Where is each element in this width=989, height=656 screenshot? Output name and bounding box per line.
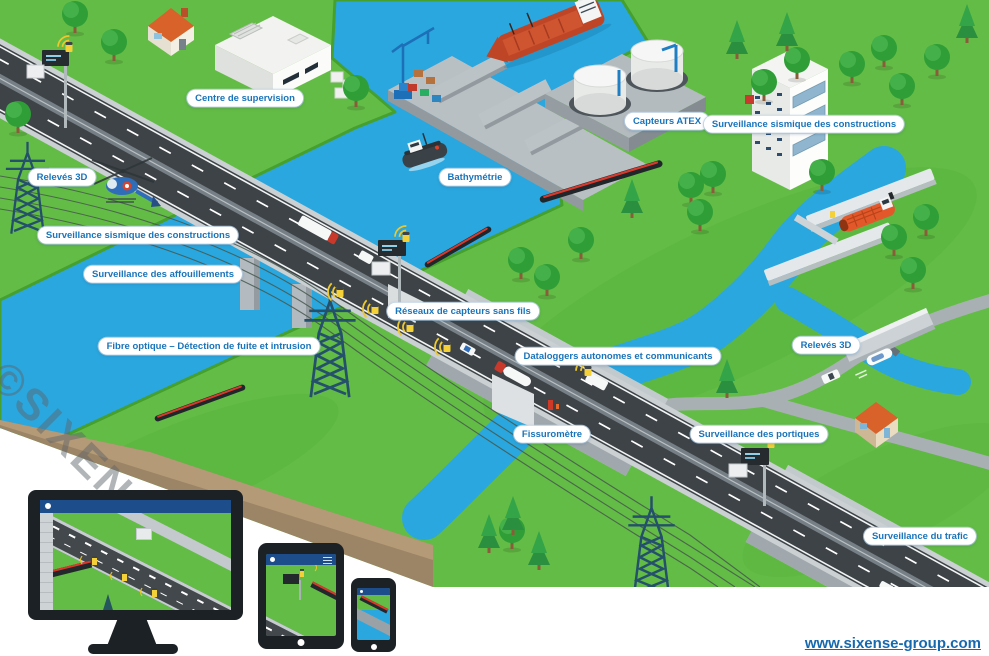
tablet-app-header (266, 554, 336, 565)
port-dock (388, 53, 648, 211)
monitor-stand (107, 618, 157, 646)
label-fissurometre: Fissuromètre (513, 425, 591, 443)
house-right (855, 402, 898, 448)
mini-sensor-icon (122, 572, 127, 581)
desktop-monitor (28, 490, 243, 620)
label-surveillance-portiques: Surveillance des portiques (690, 425, 828, 443)
app-logo-icon (360, 590, 363, 593)
label-fibre-optique: Fibre optique – Détection de fuite et in… (98, 337, 320, 355)
smartphone (351, 578, 396, 652)
label-bathymetrie: Bathymétrie (439, 168, 511, 186)
tablet-screen (266, 554, 336, 636)
menu-icon[interactable] (323, 557, 332, 564)
label-releves-3d-left: Relevés 3D (28, 168, 96, 186)
home-button[interactable] (297, 639, 305, 646)
mini-sensor-icon (300, 569, 304, 577)
label-surveillance-affouillements: Surveillance des affouillements (83, 265, 243, 283)
small-white-boat (855, 348, 893, 379)
mini-sensor-icon (152, 588, 157, 597)
house-top-left (148, 8, 194, 56)
seismic-sensor-box (745, 95, 754, 104)
monitor-base (88, 644, 178, 654)
label-surveillance-trafic: Surveillance du trafic (863, 527, 977, 545)
tanker-ship (486, 0, 612, 69)
tablet (258, 543, 344, 649)
mini-pipe-icon (310, 581, 336, 601)
monitor-app-header (40, 500, 231, 513)
label-centre-de-supervision: Centre de supervision (187, 89, 303, 107)
mini-sensor-icon (92, 556, 97, 565)
fiber-optic-pipes (154, 160, 663, 422)
phone-app-header (357, 588, 390, 595)
mini-sign-board (283, 574, 299, 584)
website-link[interactable]: www.sixense-group.com (804, 635, 981, 652)
label-capteurs-atex: Capteurs ATEX (624, 112, 710, 130)
monitor-screen (40, 500, 231, 610)
highway (0, 0, 989, 587)
crack-gauge (548, 400, 559, 410)
label-dataloggers: Dataloggers autonomes et communicants (515, 347, 721, 365)
label-surveillance-sismique-left: Surveillance sismique des constructions (37, 226, 239, 244)
survey-tugboat (402, 132, 448, 172)
sign-gantries (26, 35, 783, 506)
port-crane (391, 26, 435, 99)
cargo-boxes (408, 70, 441, 102)
label-surveillance-sismique-right: Surveillance sismique des constructions (703, 115, 905, 133)
monitor-app-sidebar (40, 513, 53, 610)
car-country-road (821, 369, 841, 384)
helicopter (91, 157, 161, 207)
app-logo-icon (270, 557, 275, 562)
app-logo-icon (45, 503, 51, 509)
mini-pylon-icon (100, 594, 116, 610)
home-button[interactable] (370, 644, 377, 650)
stone-arch-bridge (842, 307, 936, 367)
label-reseaux-capteurs: Réseaux de capteurs sans fils (387, 302, 539, 320)
label-releves-3d-right: Relevés 3D (792, 336, 860, 354)
mini-sign-panel (136, 528, 152, 540)
lock-sensor (830, 211, 835, 218)
phone-screen (357, 588, 390, 640)
mini-gantry-pole (299, 580, 301, 600)
lock-barge (839, 191, 895, 232)
